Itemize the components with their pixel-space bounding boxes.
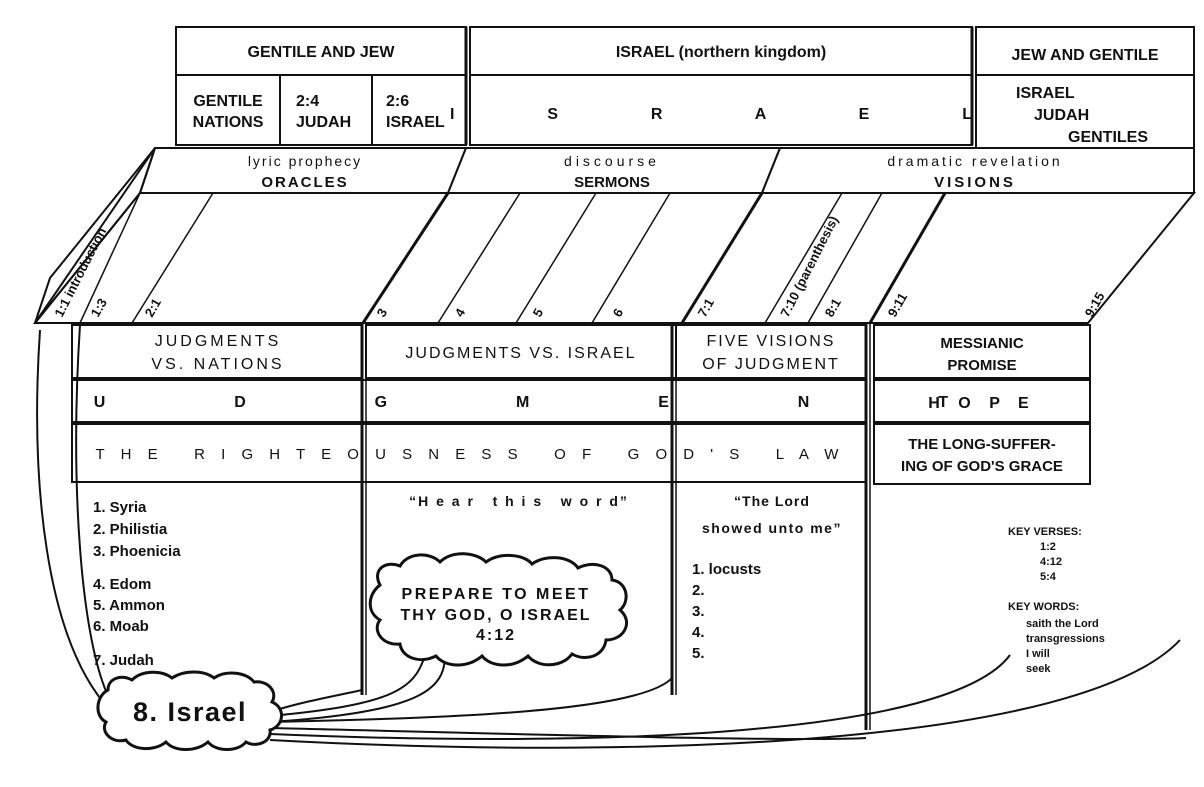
box-judgment <box>71 379 867 423</box>
longsuffering-line1: THE LONG-SUFFER- <box>908 436 1056 453</box>
messianic-line2: PROMISE <box>947 357 1016 374</box>
key-word-4: seek <box>1026 663 1051 675</box>
header-gentile-line1: GENTILE <box>193 93 263 110</box>
five-visions-line2: OF JUDGMENT <box>702 356 840 373</box>
righteousness-label: T H E R I G H T E O U S N E S S O F G O … <box>96 446 845 463</box>
nation-5: 5. Ammon <box>93 597 165 614</box>
ref-5: 5 <box>530 306 547 320</box>
band-oracles-line2: ORACLES <box>261 174 348 191</box>
ref-3: 3 <box>374 306 391 320</box>
key-verse-3: 5:4 <box>1040 571 1057 583</box>
header-col3-judah: JUDAH <box>1034 107 1089 124</box>
cloud-line1: PREPARE TO MEET <box>402 586 591 603</box>
header-israel-ref: 2:6 <box>386 93 409 110</box>
key-word-2: transgressions <box>1026 633 1105 645</box>
header-col1-title-box <box>175 26 467 76</box>
band-visions-line1: dramatic revelation <box>887 153 1062 169</box>
israel-cloud-shape <box>96 670 283 751</box>
header-col3-israel: ISRAEL <box>1016 85 1075 102</box>
judgments-nations-line1: JUDGMENTS <box>155 333 282 350</box>
box-righteousness <box>71 423 867 483</box>
cloud-line2: THY GOD, O ISRAEL <box>400 607 591 624</box>
lower-region: 1. Syria 2. Philistia 3. Phoenicia 4. Ed… <box>93 323 1105 730</box>
band-sermons-line1: discourse <box>564 153 660 169</box>
key-verse-2: 4:12 <box>1040 556 1062 568</box>
header-col1-cells-box <box>175 74 467 146</box>
key-word-3: I will <box>1026 648 1050 660</box>
key-word-1: saith the Lord <box>1026 618 1099 630</box>
ref-8-1: 8:1 <box>822 296 844 320</box>
box-messianic <box>873 324 1091 379</box>
ref-2-1: 2:1 <box>142 296 164 320</box>
sections-region: JUDGMENTS VS. NATIONS JUDGMENTS VS. ISRA… <box>0 324 1091 485</box>
band-visions-line2: VISIONS <box>934 174 1016 191</box>
longsuffering-line2: ING OF GOD'S GRACE <box>901 458 1063 475</box>
bands-region: lyric prophecy ORACLES discourse SERMONS… <box>32 147 1197 324</box>
hear-this-word: “H e a r t h i s w o r d” <box>409 493 629 509</box>
header-col3-gentiles: GENTILES <box>1068 129 1148 146</box>
key-verses-title: KEY VERSES: <box>1008 526 1082 538</box>
israel-label: 8. Israel <box>133 697 247 727</box>
five-visions-line1: FIVE VISIONS <box>707 333 836 350</box>
judgments-nations-line2: VS. NATIONS <box>151 356 284 373</box>
lord-showed-line2: showed unto me” <box>702 520 842 536</box>
vision-4: 4. <box>692 624 705 641</box>
hope-label: H O P E <box>928 395 1035 412</box>
header-col2-cell-box <box>469 74 973 146</box>
header-col1-title: GENTILE AND JEW <box>248 44 396 61</box>
nation-2: 2. Philistia <box>93 521 168 538</box>
key-words-title: KEY WORDS: <box>1008 601 1079 613</box>
header-judah-ref: 2:4 <box>296 93 319 110</box>
header-col3-cell-box <box>975 74 1195 151</box>
nation-4: 4. Edom <box>93 576 151 593</box>
vision-2: 2. <box>692 582 705 599</box>
box-judgments-nations <box>71 324 363 379</box>
box-judgments-israel <box>365 324 677 379</box>
ref-6: 6 <box>610 306 627 320</box>
header-judah-label: JUDAH <box>296 114 351 131</box>
nation-7: 7. Judah <box>93 652 154 669</box>
lord-showed-line1: “The Lord <box>734 493 810 509</box>
header-gentile-line2: NATIONS <box>193 114 264 131</box>
header-israel-label: ISRAEL <box>386 114 445 131</box>
band-sermons-line2: SERMONS <box>574 174 650 191</box>
judgments-israel-label: JUDGMENTS VS. ISRAEL <box>405 345 636 362</box>
nation-1: 1. Syria <box>93 499 147 516</box>
band-oracles-line1: lyric prophecy <box>248 153 362 169</box>
header-region: GENTILE AND JEW ISRAEL (northern kingdom… <box>175 26 1195 151</box>
cloud-callout: PREPARE TO MEET THY GOD, O ISRAEL 4:12 <box>368 552 628 667</box>
judgment-label: J U D G M E N T <box>0 394 988 411</box>
header-col2-title: ISRAEL (northern kingdom) <box>616 44 826 61</box>
nation-3: 3. Phoenicia <box>93 543 181 560</box>
ref-4: 4 <box>452 305 469 319</box>
header-col3-title: JEW AND GENTILE <box>1012 47 1159 64</box>
vision-5: 5. <box>692 645 705 662</box>
nation-6: 6. Moab <box>93 618 149 635</box>
ref-9-11: 9:11 <box>885 290 911 319</box>
header-israel-spaced: I S R A E L <box>450 106 1000 123</box>
box-hope <box>873 379 1091 423</box>
vision-1: 1. locusts <box>692 561 761 578</box>
cloud-shape <box>368 552 628 667</box>
box-longsuffering <box>873 423 1091 485</box>
israel-callout: 8. Israel <box>96 670 283 751</box>
vision-3: 3. <box>692 603 705 620</box>
key-verse-1: 1:2 <box>1040 541 1056 553</box>
cloud-line3: 4:12 <box>476 627 516 644</box>
messianic-line1: MESSIANIC <box>940 335 1024 352</box>
